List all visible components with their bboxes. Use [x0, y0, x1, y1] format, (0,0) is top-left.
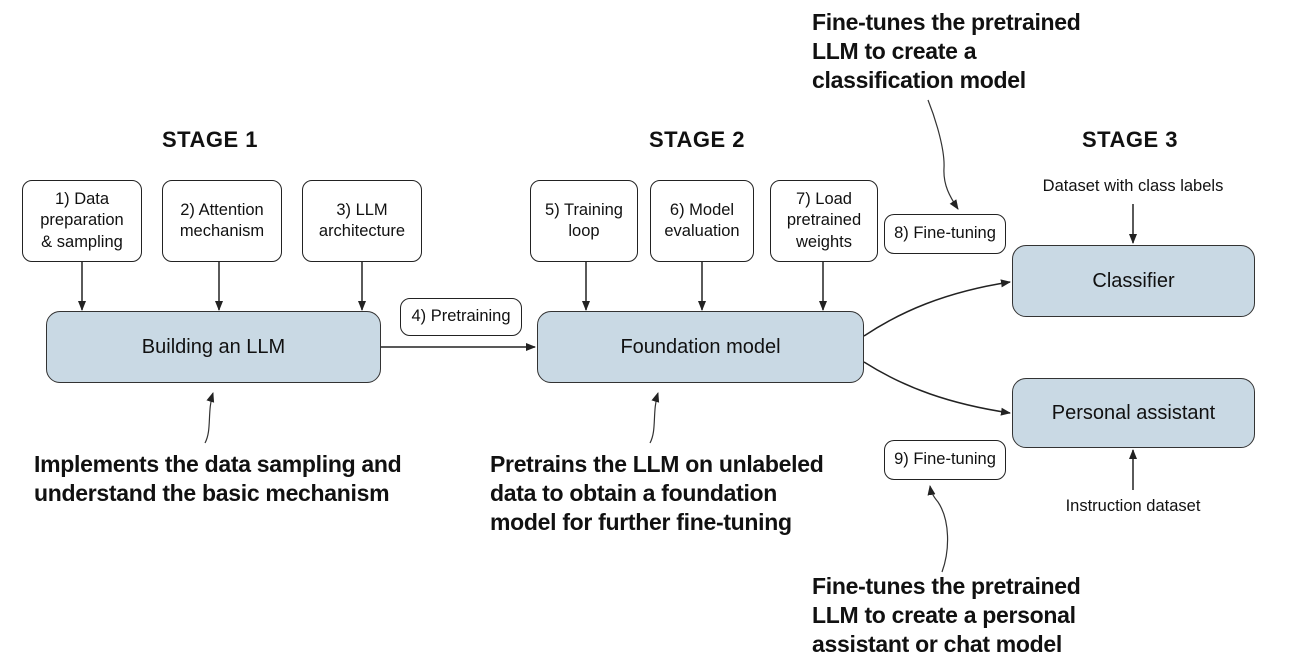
step-training-loop: 5) Training loop — [530, 180, 638, 262]
building-an-llm-box: Building an LLM — [46, 311, 381, 383]
step-model-evaluation: 6) Model evaluation — [650, 180, 754, 262]
stage-3-heading: STAGE 3 — [1081, 127, 1178, 152]
note-stage-1: Implements the data sampling and underst… — [34, 451, 402, 507]
arrow-foundation-to-assistant — [863, 361, 1011, 416]
instruction-dataset-label: Instruction dataset — [1065, 497, 1201, 515]
step-load-pretrained-weights: 7) Load pretrained weights — [770, 180, 878, 262]
classifier-box: Classifier — [1012, 245, 1255, 317]
step-fine-tuning-classification: 8) Fine-tuning — [884, 214, 1006, 254]
step-fine-tuning-assistant: 9) Fine-tuning — [884, 440, 1006, 480]
stage-1-heading: STAGE 1 — [161, 127, 258, 152]
step-attention-mechanism: 2) Attention mechanism — [162, 180, 282, 262]
stage-2-heading: STAGE 2 — [648, 127, 745, 152]
pointer-note-assistant — [927, 485, 949, 573]
note-stage-2: Pretrains the LLM on unlabeled data to o… — [490, 451, 824, 536]
pointer-note-stage2 — [649, 392, 660, 444]
pointer-note-classification — [927, 99, 959, 210]
pointer-note-stage1 — [204, 392, 215, 444]
arrow-foundation-to-classifier — [863, 279, 1011, 337]
note-classification-fine-tuning: Fine-tunes the pretrained LLM to create … — [812, 9, 1081, 94]
foundation-model-box: Foundation model — [537, 311, 864, 383]
note-assistant-fine-tuning: Fine-tunes the pretrained LLM to create … — [812, 573, 1081, 658]
personal-assistant-box: Personal assistant — [1012, 378, 1255, 448]
step-data-preparation: 1) Data preparation & sampling — [22, 180, 142, 262]
dataset-with-class-labels-label: Dataset with class labels — [1042, 177, 1224, 195]
step-pretraining: 4) Pretraining — [400, 298, 522, 336]
step-llm-architecture: 3) LLM architecture — [302, 180, 422, 262]
